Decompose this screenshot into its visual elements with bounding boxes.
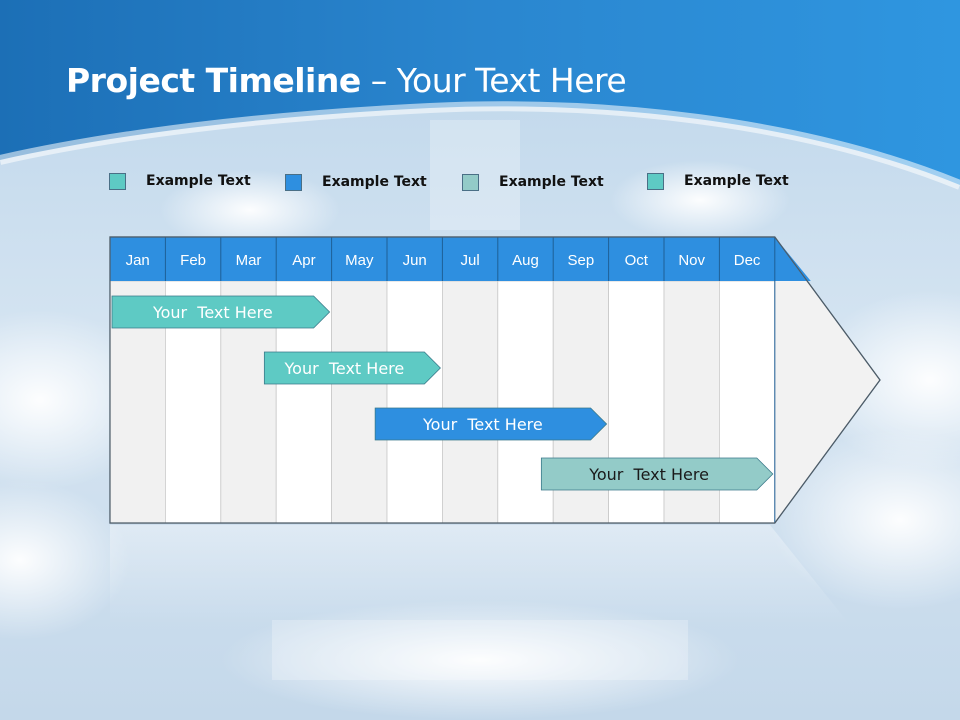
legend-item: Example Text [109,171,251,191]
month-label: Jun [403,252,427,269]
title-bold: Project Timeline [66,61,361,100]
legend-swatch [647,172,664,190]
legend-swatch [109,172,126,190]
month-header-band [110,237,811,281]
month-label: Nov [678,252,705,269]
month-column [441,280,499,524]
task-bar-label: Your Text Here [284,359,405,378]
task-bar [111,295,331,329]
month-label: Sep [568,252,595,269]
month-column [331,280,388,524]
legend-label: Example Text [322,174,427,190]
month-label: Apr [292,252,315,269]
legend-label: Example Text [684,173,789,189]
month-label: Mar [236,252,262,269]
month-label: Feb [180,252,206,269]
legend-item: Example Text [285,172,427,192]
month-label: Jan [126,252,150,269]
task-bar [540,457,774,491]
legend-label: Example Text [146,173,251,189]
legend-item: Example Text [647,171,789,191]
legend-swatch [285,173,302,191]
month-label: Jul [461,252,480,269]
slide-title: Project Timeline – Your Text Here [66,58,627,104]
month-label: May [345,252,374,269]
task-bar [374,407,608,441]
task-bar-label: Your Text Here [422,415,543,434]
legend-item: Example Text [462,172,604,192]
legend-swatch [462,173,479,191]
legend-label: Example Text [499,174,604,190]
month-label: Dec [734,252,761,269]
month-label: Oct [625,252,649,269]
month-column [386,280,443,524]
month-label: Aug [512,252,539,269]
timeline-arrow-outline [109,236,881,524]
task-bar-label: Your Text Here [588,465,709,484]
title-rest: – Your Text Here [360,61,627,100]
task-bar [263,351,441,385]
task-bar-label: Your Text Here [152,303,273,322]
